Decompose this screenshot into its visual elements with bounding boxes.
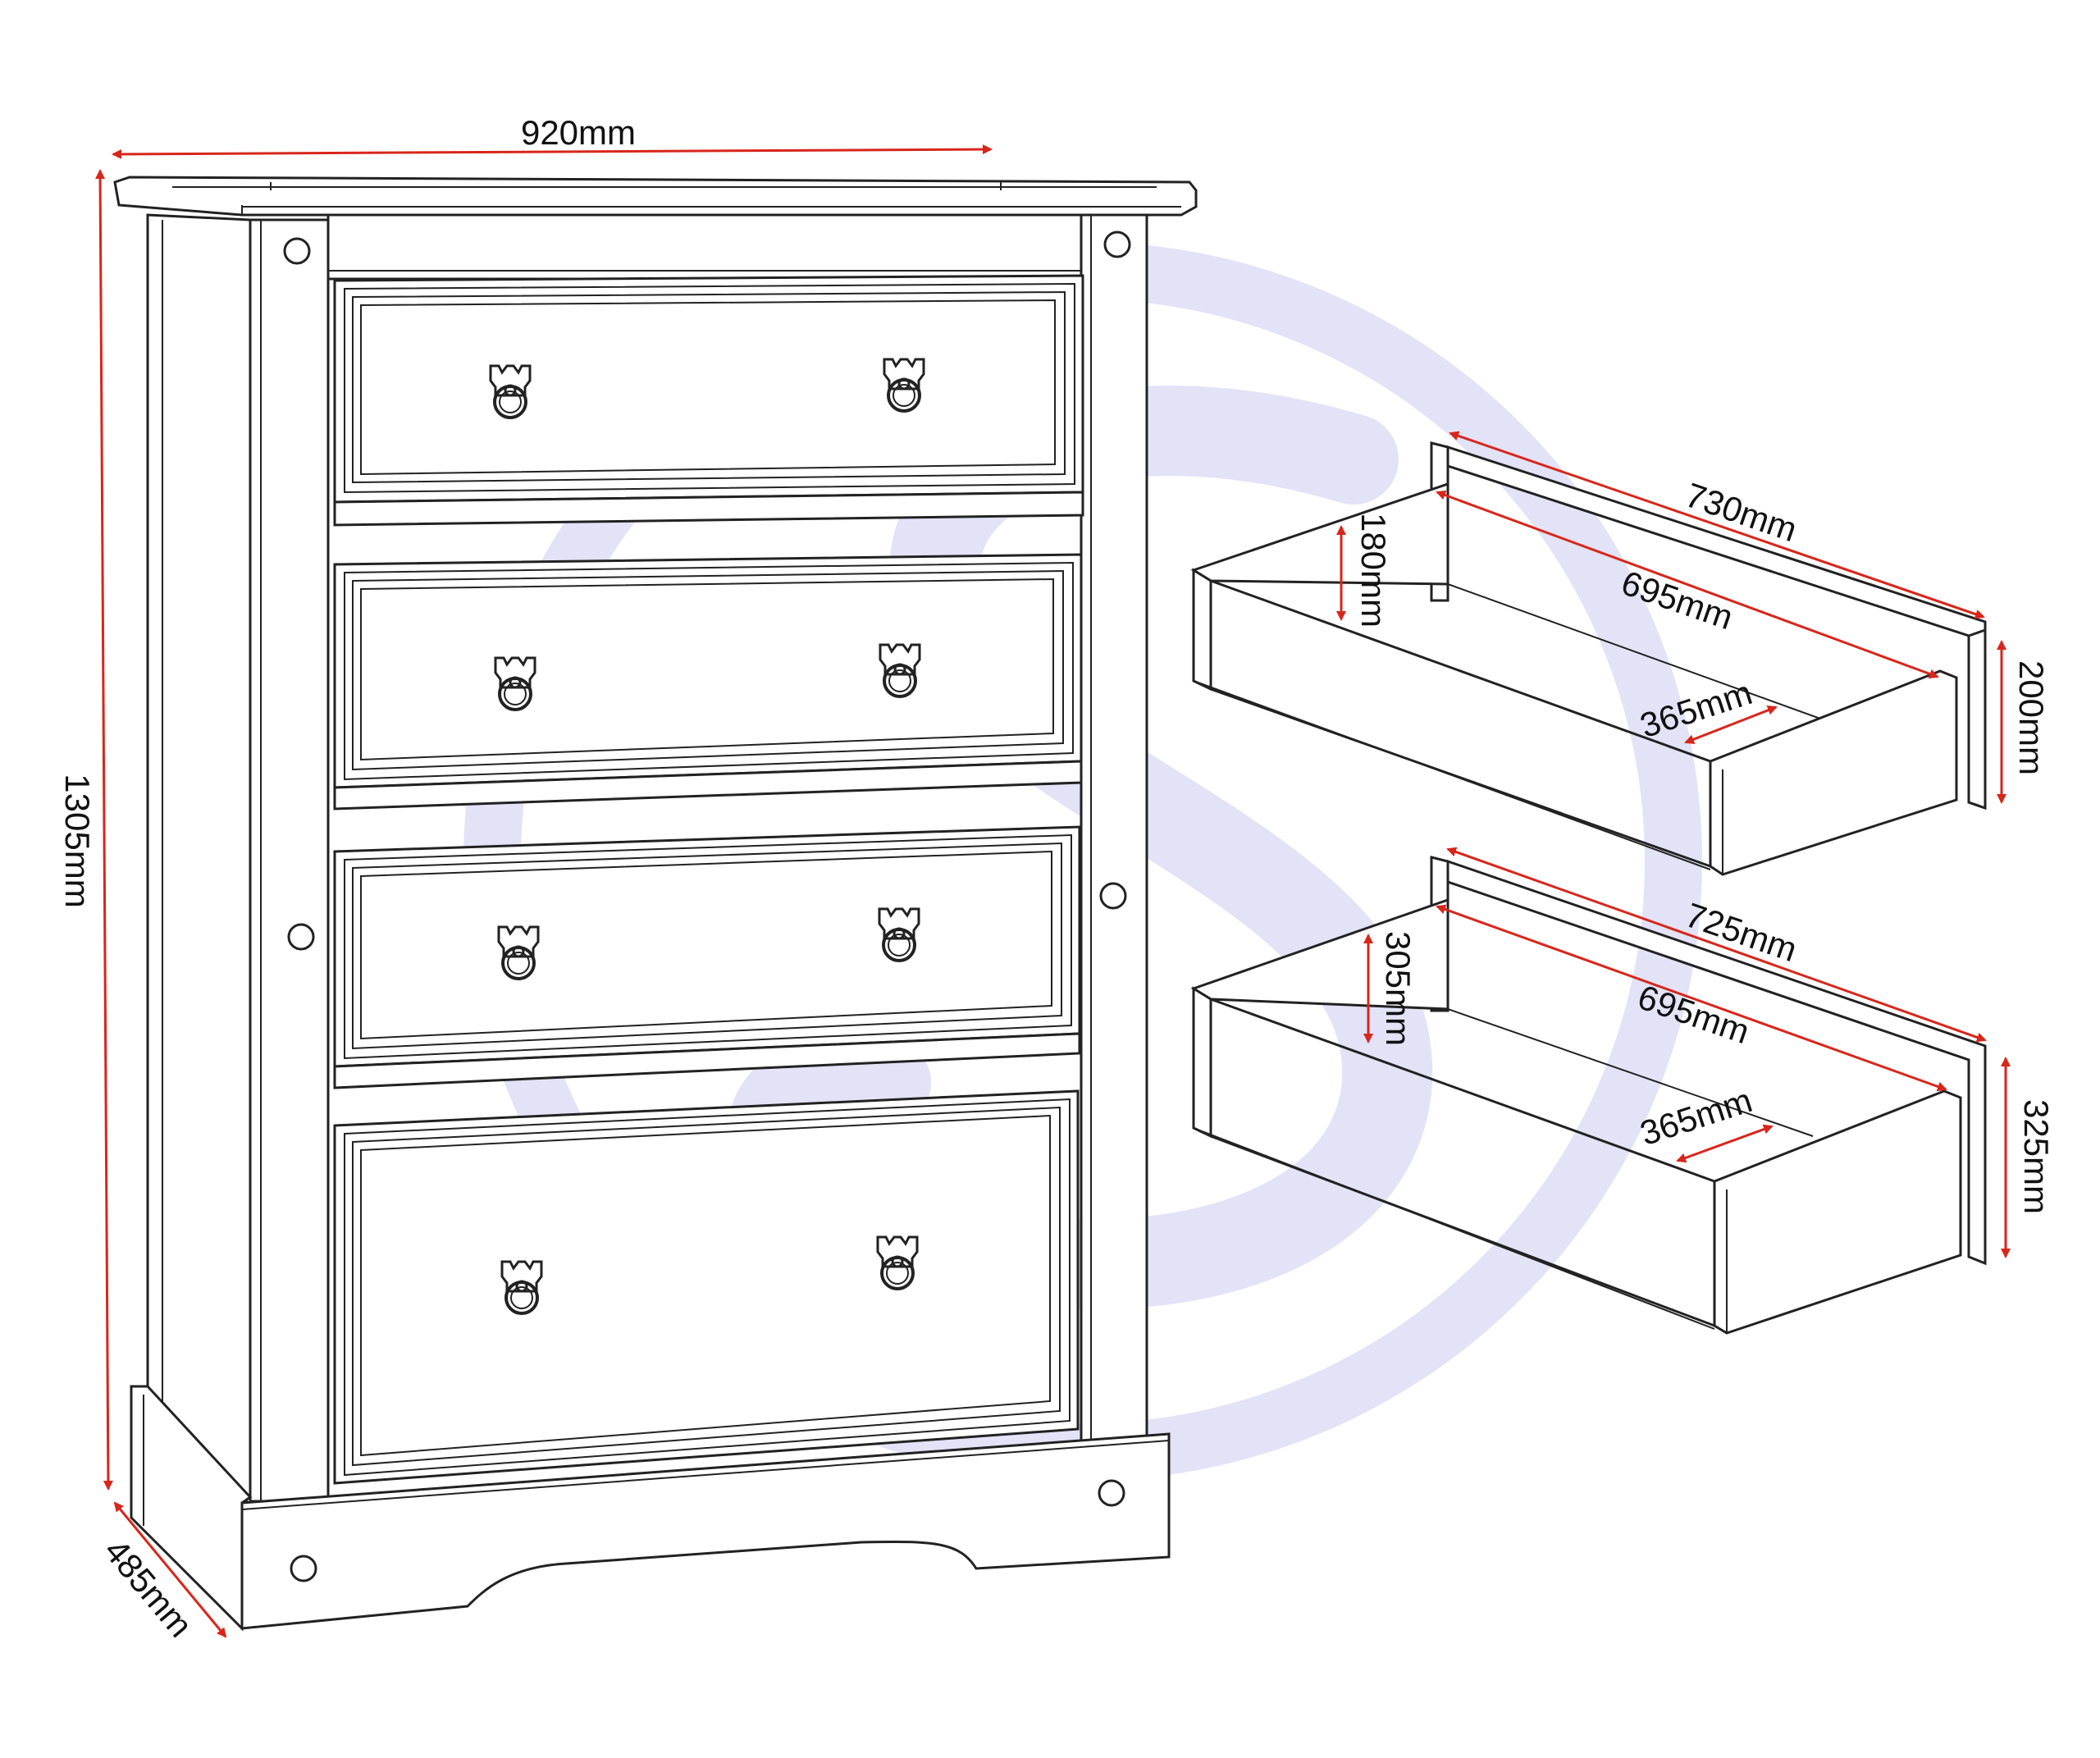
large-drawer-diagram: 725mm 695mm 365mm 305mm 325mm bbox=[1190, 847, 2056, 1335]
chest-drawer-3 bbox=[333, 825, 1081, 1089]
wooden-dowel-icon bbox=[287, 923, 315, 951]
small-drawer-inner-height-label: 180mm bbox=[1354, 513, 1393, 628]
large-drawer-outer-height-label: 325mm bbox=[2017, 1099, 2056, 1214]
chest-left-stile bbox=[249, 218, 330, 1503]
wooden-dowel-icon bbox=[1099, 882, 1127, 910]
chest-height-dimension: 1305mm bbox=[58, 169, 113, 1491]
chest-drawer-2 bbox=[333, 553, 1083, 811]
chest-width-label: 920mm bbox=[521, 113, 636, 152]
chest-width-dimension: 920mm bbox=[112, 113, 993, 159]
chest-plinth-front bbox=[240, 1432, 1171, 1630]
chest-of-drawers bbox=[113, 176, 1198, 1632]
wooden-dowel-icon bbox=[1098, 1479, 1125, 1507]
chest-top-rail bbox=[326, 213, 1083, 281]
chest-top bbox=[113, 176, 1198, 217]
chest-drawer-1 bbox=[333, 274, 1084, 527]
chest-drawer-4 bbox=[333, 1089, 1080, 1485]
wooden-dowel-icon bbox=[290, 1555, 317, 1582]
large-drawer-inner-height-label: 305mm bbox=[1379, 931, 1418, 1046]
wooden-dowel-icon bbox=[283, 237, 311, 265]
small-drawer-outer-height-label: 200mm bbox=[2012, 660, 2051, 775]
wooden-dowel-icon bbox=[1103, 231, 1131, 258]
chest-height-label: 1305mm bbox=[58, 774, 97, 907]
